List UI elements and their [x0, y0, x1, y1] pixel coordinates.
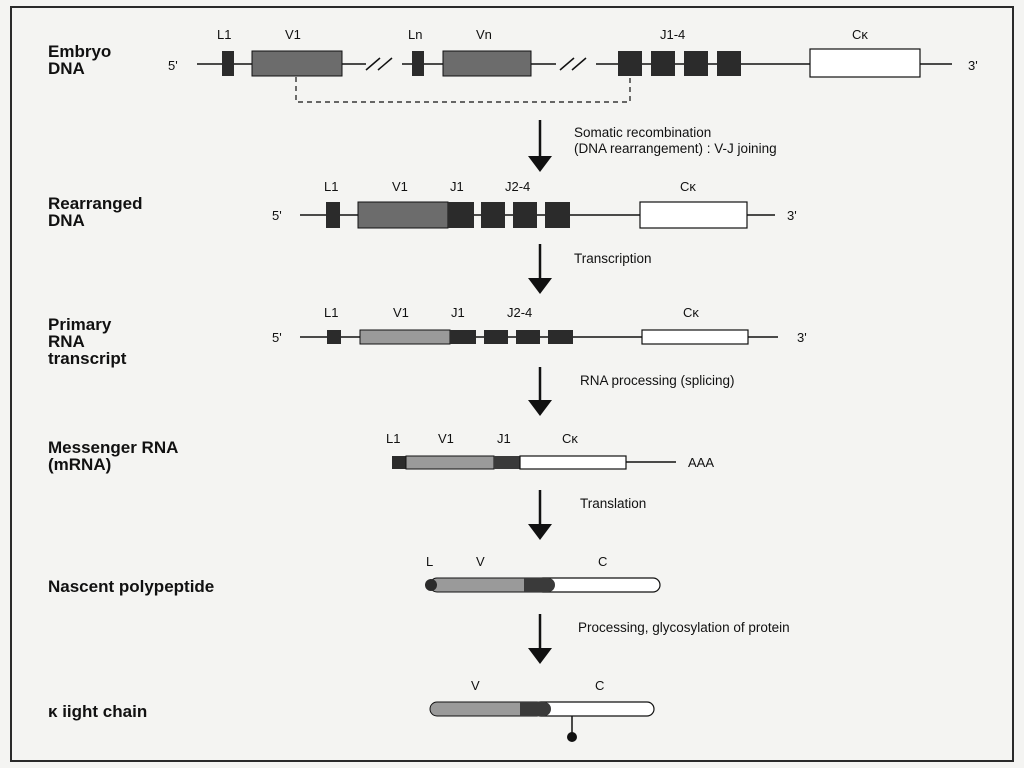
light-c-region: [533, 701, 655, 717]
embryo-j-label: J1-4: [660, 27, 685, 42]
embryo-v1-box: [251, 50, 343, 77]
mrna-v1-label: V1: [438, 431, 454, 446]
primary-rna-row: 5' 3' L1 V1 J1 J2-4 Cκ: [272, 305, 807, 345]
nascent-polypeptide-label: Nascent polypeptide: [48, 577, 215, 596]
mrna-ck-box: [519, 455, 627, 470]
mrna-row: L1 V1 J1 Cκ AAA: [386, 431, 714, 470]
primary-v1-label: V1: [393, 305, 409, 320]
embryo-dna-row: 5' 3' L1 V1: [168, 27, 978, 103]
mrna-aaa-label: AAA: [688, 455, 714, 470]
mrna-j1-box: [494, 456, 520, 469]
primary-j2-box: [484, 330, 508, 344]
nascent-v-label: V: [476, 554, 485, 569]
primary-l1-box: [327, 330, 341, 344]
step-translation: Translation: [580, 496, 646, 511]
primary-ck-label: Cκ: [683, 305, 699, 320]
rearranged-dna-row: 5' 3' L1 V1 J1 J2-4 Cκ: [272, 179, 797, 229]
embryo-j1-box: [618, 51, 642, 76]
arrow-translation: [528, 490, 552, 540]
light-v-label: V: [471, 678, 480, 693]
embryo-l1-box: [222, 51, 234, 76]
embryo-three-prime: 3': [968, 58, 978, 73]
nascent-leader-peptide: [425, 579, 437, 591]
rearranged-v1-box: [357, 201, 449, 229]
embryo-vn-box: [442, 50, 532, 77]
rearranged-j1-label: J1: [450, 179, 464, 194]
rearranged-j4-box: [545, 202, 570, 228]
step-labels: Somatic recombination (DNA rearrangement…: [574, 125, 790, 635]
light-c-label: C: [595, 678, 604, 693]
rearranged-j3-box: [513, 202, 537, 228]
embryo-j4-box: [717, 51, 741, 76]
embryo-break-2: [556, 57, 596, 71]
process-arrows: [528, 120, 552, 664]
rearranged-j24-label: J2-4: [505, 179, 530, 194]
primary-five-prime: 5': [272, 330, 282, 345]
embryo-ln-label: Ln: [408, 27, 422, 42]
rearranged-ck-box: [639, 201, 748, 229]
nascent-j-region: [524, 578, 548, 592]
rearranged-three-prime: 3': [787, 208, 797, 223]
step-somatic-recombination-line1: Somatic recombination: [574, 125, 711, 140]
step-transcription: Transcription: [574, 251, 652, 266]
embryo-break-1: [362, 57, 402, 71]
primary-j24-label: J2-4: [507, 305, 532, 320]
mrna-v1-box: [405, 455, 495, 470]
nascent-c-label: C: [598, 554, 607, 569]
arrow-transcription: [528, 244, 552, 294]
rearranged-j1-box: [448, 202, 474, 228]
rearranged-j2-box: [481, 202, 505, 228]
primary-v1-box: [359, 329, 451, 345]
step-rna-processing: RNA processing (splicing): [580, 373, 735, 388]
embryo-l1-label: L1: [217, 27, 231, 42]
mrna-label: Messenger RNA (mRNA): [48, 438, 179, 474]
primary-j4-box: [548, 330, 573, 344]
primary-l1-label: L1: [324, 305, 338, 320]
embryo-ln-box: [412, 51, 424, 76]
embryo-vn-label: Vn: [476, 27, 492, 42]
embryo-five-prime: 5': [168, 58, 178, 73]
embryo-ck-label: Cκ: [852, 27, 868, 42]
primary-j1-box: [450, 330, 476, 344]
nascent-j-cap: [548, 578, 555, 592]
nascent-polypeptide-row: L V C: [425, 554, 661, 593]
arrow-somatic-recombination: [528, 120, 552, 172]
rearranged-l1-label: L1: [324, 179, 338, 194]
rearranged-v1-label: V1: [392, 179, 408, 194]
embryo-dna-label: Embryo DNA: [48, 42, 112, 78]
rearranged-dna-label: Rearranged DNA: [48, 194, 143, 230]
arrow-protein-processing: [528, 614, 552, 664]
rearranged-l1-box: [326, 202, 340, 228]
mrna-j1-label: J1: [497, 431, 511, 446]
mrna-ck-label: Cκ: [562, 431, 578, 446]
mrna-l1-label: L1: [386, 431, 400, 446]
primary-j3-box: [516, 330, 540, 344]
primary-rna-label: Primary RNA transcript: [48, 315, 127, 368]
primary-j1-label: J1: [451, 305, 465, 320]
rearranged-five-prime: 5': [272, 208, 282, 223]
nascent-l-label: L: [426, 554, 433, 569]
embryo-j2-box: [651, 51, 675, 76]
arrow-rna-processing: [528, 367, 552, 416]
step-protein-processing: Processing, glycosylation of protein: [578, 620, 790, 635]
embryo-j3-box: [684, 51, 708, 76]
primary-ck-box: [641, 329, 749, 345]
vj-joining-bracket: [295, 77, 631, 103]
diagram-frame: [10, 6, 1014, 762]
primary-three-prime: 3': [797, 330, 807, 345]
light-chain-row: V C: [429, 678, 655, 742]
light-j-cap: [544, 702, 551, 716]
step-somatic-recombination-line2: (DNA rearrangement) : V-J joining: [574, 141, 777, 156]
light-chain-label: κ iight chain: [48, 702, 148, 721]
embryo-v1-label: V1: [285, 27, 301, 42]
embryo-ck-box: [809, 48, 921, 78]
light-j-region: [520, 702, 544, 716]
glycosylation-site: [567, 732, 577, 742]
rearranged-ck-label: Cκ: [680, 179, 696, 194]
mrna-l1-box: [392, 456, 406, 469]
